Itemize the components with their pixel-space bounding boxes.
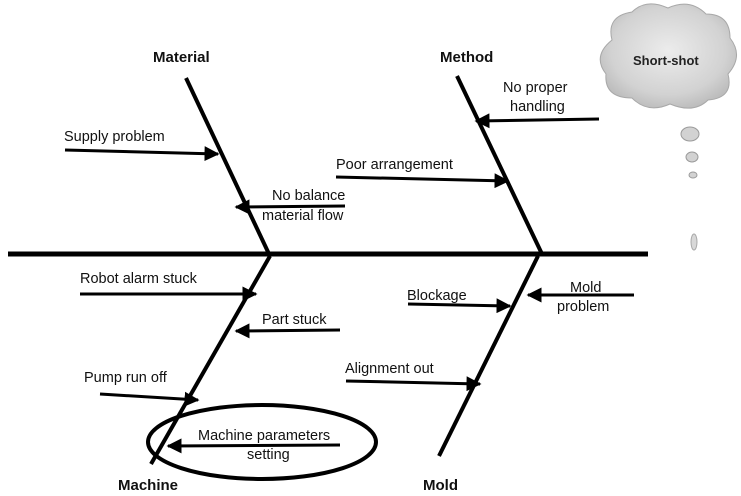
cause-part-stuck: Part stuck [262,312,327,328]
cause-machine-params-line2: setting [247,447,290,463]
arrow-machine-params [166,438,341,454]
arrow-no-proper-handling [474,113,600,129]
bone-method [455,75,544,255]
cause-pump-run-off: Pump run off [84,370,168,386]
cause-robot-alarm: Robot alarm stuck [80,271,198,287]
arrow-pump-run-off [99,391,200,407]
cause-supply-problem: Supply problem [64,129,165,145]
category-method: Method [440,49,493,66]
arrow-alignment-out [345,376,482,392]
category-mold: Mold [423,477,458,494]
cause-alignment-out: Alignment out [345,361,434,377]
cause-mold-problem-line1: Mold [570,280,601,296]
cause-no-proper-line2: handling [510,99,565,115]
arrow-blockage [407,298,512,314]
bone-material [184,77,271,255]
cause-poor-arrangement: Poor arrangement [336,157,453,173]
bone-mold [437,255,540,457]
cause-no-proper-line1: No proper [503,80,568,96]
arrow-supply-problem [64,146,220,162]
arrow-part-stuck [234,323,341,339]
cause-machine-params-line1: Machine parameters [198,428,330,444]
category-material: Material [153,49,210,66]
effect-label: Short-shot [633,53,699,68]
arrow-poor-arrangement [335,173,510,189]
highlight-ellipse [146,403,378,481]
arrow-no-balance [234,199,346,215]
effect-cloud [599,3,737,251]
category-machine: Machine [118,477,178,494]
cause-mold-problem-line2: problem [557,299,609,315]
cause-blockage: Blockage [407,288,467,304]
cause-no-balance-line1: No balance [272,188,345,204]
cause-no-balance-line2: material flow [262,208,344,224]
